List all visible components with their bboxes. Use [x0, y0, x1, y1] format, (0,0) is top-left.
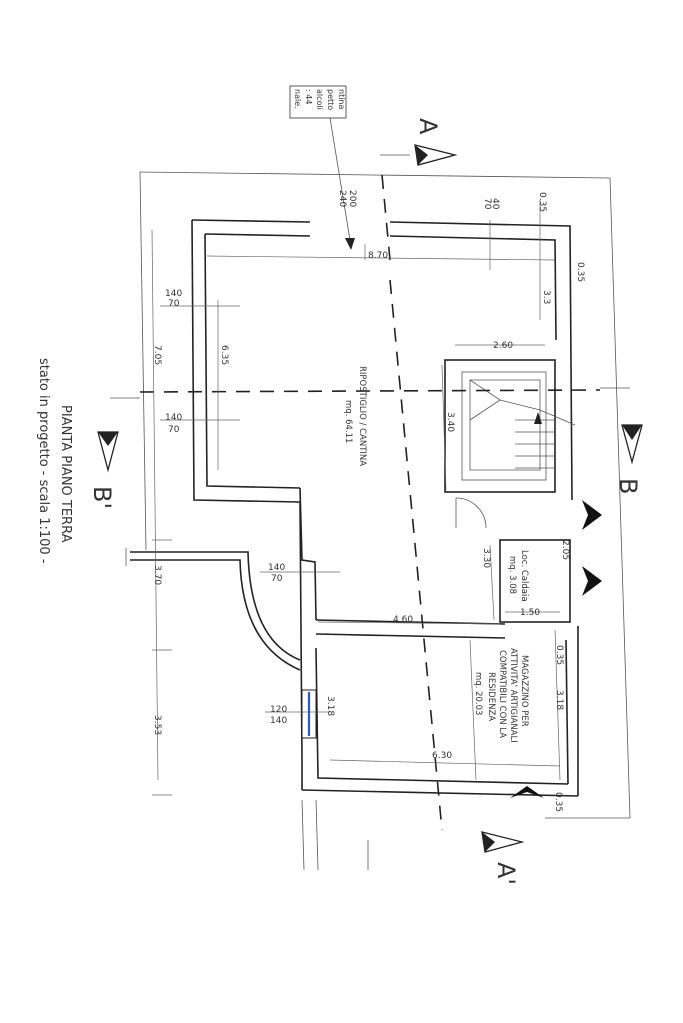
title-line-2: stato in progetto - scala 1:100 - [36, 358, 51, 564]
shop-line-2: ATTIVITA' ARTIGIANALI [508, 648, 518, 743]
section-a-bottom-label: A' [492, 862, 520, 885]
dim-318-b: 3.18 [325, 696, 335, 716]
leader-arrow-icon [345, 238, 355, 250]
section-b-left-label: B' [88, 486, 116, 509]
shop-line-5: mq. 20.03 [473, 672, 483, 715]
section-a-top-label: A [414, 118, 442, 135]
building-walls [191, 219, 579, 797]
dim-40: 40 [490, 198, 500, 210]
shop-line-4: RESIDENZA [486, 672, 496, 721]
dim-870: 8.70 [368, 251, 388, 261]
cellar-name: RIPOSTIGLIO / CANTINA [357, 366, 367, 466]
section-line-b: B B' [88, 387, 643, 509]
dim-140-d: 140 [270, 716, 287, 726]
dim-340: 3.40 [445, 412, 455, 432]
dim-120: 120 [270, 705, 287, 715]
dim-70-c: 70 [168, 425, 180, 435]
entrance-arrows [510, 500, 602, 798]
entrance-arrow-icon-1 [582, 500, 602, 530]
dim-140-a: 140 [165, 289, 182, 299]
dim-150: 1.50 [520, 608, 540, 618]
drawing-title: PIANTA PIANO TERRA stato in progetto - s… [36, 358, 73, 564]
dim-330: 3.30 [481, 548, 491, 568]
dim-035-c: 0.35 [554, 645, 564, 665]
stair-arrow-icon [534, 412, 542, 424]
note-line-1: ntina [337, 89, 346, 110]
dim-70-a: 70 [168, 299, 180, 309]
note-line-2: petto [326, 89, 335, 110]
dim-140-c: 140 [268, 563, 285, 573]
dim-70-d: 70 [271, 574, 283, 584]
boiler-area: mq. 3.08 [507, 556, 517, 594]
dim-635: 6.35 [219, 345, 229, 365]
ramp [125, 548, 301, 671]
boiler-name: Loc. Caldaia [519, 550, 529, 602]
note-line-4: : 44 [304, 89, 313, 104]
dim-318-a: 3.18 [554, 690, 564, 710]
dimension-lines [151, 200, 561, 796]
dim-630: 6.30 [432, 751, 452, 761]
dim-240: 240 [337, 190, 347, 207]
note-callout: ntina petto alcoli : 44 nale. [289, 85, 355, 250]
dim-370: 3.70 [152, 565, 162, 585]
dim-035-a: 0.35 [537, 192, 547, 212]
boiler-room [455, 497, 571, 623]
dim-460: 4.60 [393, 615, 413, 625]
dim-035-b: 0.35 [575, 262, 585, 282]
leader-line [329, 117, 351, 241]
cellar-area: mq. 64.11 [343, 400, 353, 443]
dim-035-d: 0.35 [553, 792, 563, 812]
section-b-right-label: B [614, 478, 642, 494]
dim-140-b: 140 [165, 413, 182, 423]
title-line-1: PIANTA PIANO TERRA [58, 405, 73, 543]
dim-205: 2.05 [560, 540, 570, 560]
shop-line-3: COMPATIBILI CON LA [497, 650, 507, 738]
note-line-5: nale. [293, 89, 302, 109]
note-line-3: alcoli [315, 89, 324, 110]
site-boundary [139, 154, 631, 870]
section-line-a: A A' [381, 118, 525, 885]
dimension-labels: 200 240 8.70 0.35 0.35 140 70 40 70 3.3 … [152, 190, 585, 812]
entrance-arrow-icon-3 [510, 786, 544, 798]
stair [444, 359, 576, 493]
room-labels: RIPOSTIGLIO / CANTINA mq. 64.11 Loc. Cal… [343, 366, 529, 743]
dim-200: 200 [347, 190, 357, 207]
shop-line-1: MAGAZZINO PER [519, 655, 529, 727]
dim-70-b: 70 [482, 198, 492, 210]
entrance-arrow-icon-2 [582, 566, 602, 596]
dim-33: 3.3 [541, 290, 551, 304]
dim-260: 2.60 [493, 341, 513, 351]
dim-705: 7.05 [152, 345, 162, 365]
dim-353: 3.53 [152, 715, 162, 735]
